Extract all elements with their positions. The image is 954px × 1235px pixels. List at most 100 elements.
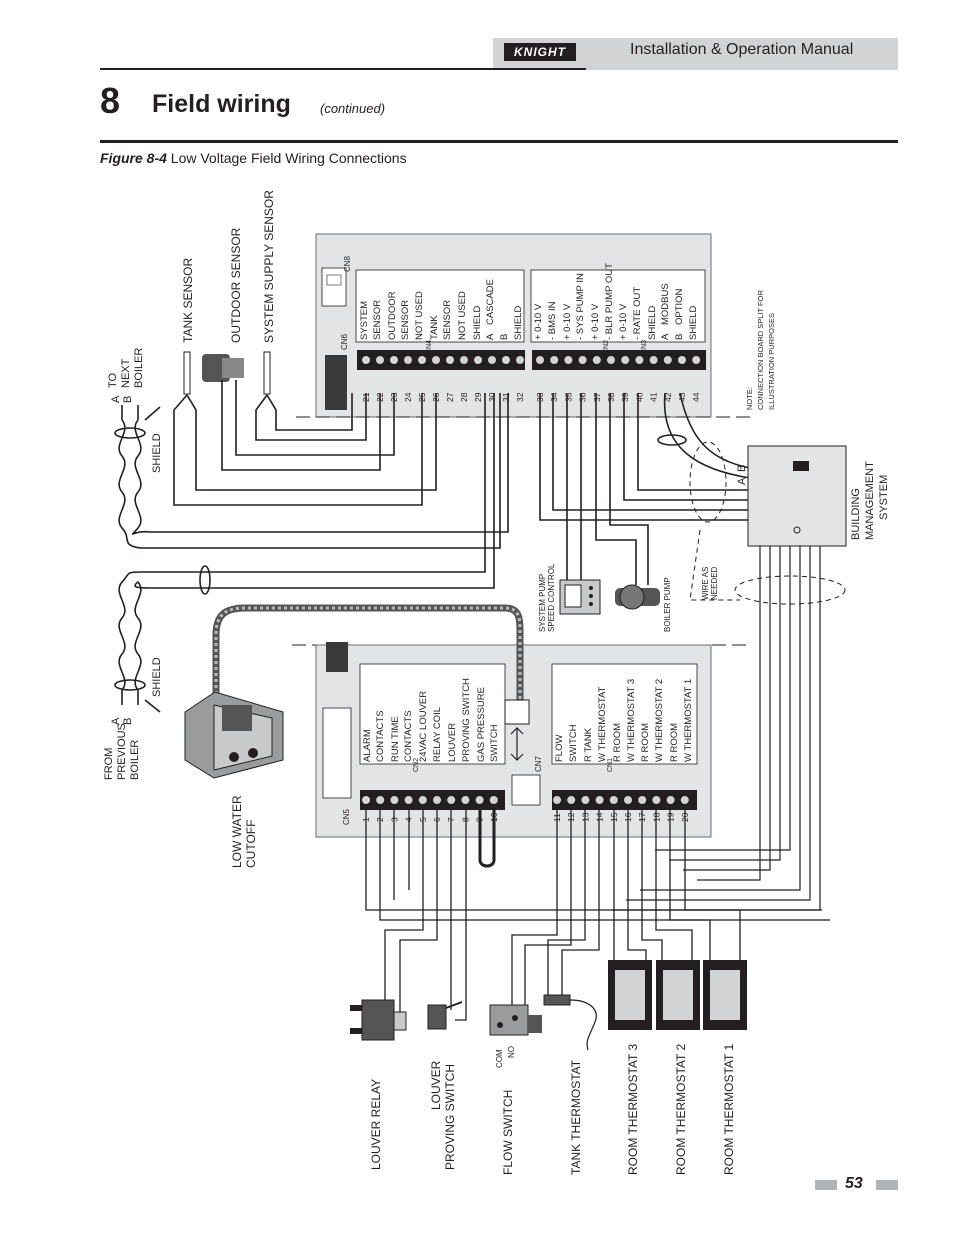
room1-wire-a	[669, 808, 711, 960]
lower-label-12: R TANK	[583, 727, 594, 762]
lwco-window	[222, 705, 252, 731]
upper-screw-26	[431, 355, 441, 365]
upper-screw-34	[549, 355, 560, 365]
from-previous-boiler-labels: FROM PREVIOUS BOILER A B SHIELD	[103, 657, 163, 780]
page-bar-right	[876, 1180, 898, 1190]
lwco-cable-braid	[214, 606, 522, 700]
no-label: NO	[507, 1046, 516, 1058]
note-line-1: CONNECTION BOARD SPLIT FOR	[756, 290, 765, 410]
cn2-upper-label: CN2	[603, 340, 610, 354]
device-labels: LOUVER RELAY LOUVER PROVING SWITCH FLOW …	[369, 1044, 736, 1175]
upper-label-23: SHIELD	[688, 306, 699, 340]
bms-lower-wire-4	[655, 546, 791, 851]
sensor-group	[183, 351, 271, 395]
tank-thermostat-wire-b	[561, 808, 600, 1000]
tank-thermostat-capillary	[569, 999, 597, 1051]
lower-screw-1	[361, 795, 371, 805]
board-note: NOTE: CONNECTION BOARD SPLIT FOR ILLUSTR…	[745, 290, 776, 410]
lower-label-2: RUN TIME	[390, 716, 401, 762]
upper-left-plug	[325, 355, 347, 410]
louver-proving-wire-b	[455, 808, 467, 1021]
option-label: OPTION	[674, 288, 685, 325]
upper-label-17: - BLR PUMP OUT	[604, 263, 615, 340]
lower-screw-2	[375, 795, 386, 805]
upper-terminal-28: 28	[459, 392, 469, 402]
outdoor-sensor-wire-a	[221, 380, 381, 471]
upper-screw-25	[417, 355, 427, 365]
figure-caption: Figure 8-4 Low Voltage Field Wiring Conn…	[100, 150, 407, 166]
lwco-port-1	[229, 752, 239, 762]
upper-terminal-32: 32	[515, 392, 525, 402]
bms-a-label: A	[736, 477, 748, 485]
rate-out-wire-b	[637, 393, 750, 491]
lower-screw-20	[679, 795, 690, 805]
cn1-label: CN1	[607, 758, 614, 772]
lower-left-plug	[326, 642, 348, 672]
cn8-pin	[326, 274, 342, 286]
boiler-pump-wire-a	[595, 393, 637, 585]
low-water-cutoff-device	[184, 604, 530, 779]
cascade-label: CASCADE	[485, 279, 496, 325]
bms-connector	[793, 461, 809, 471]
modbus-wire-b	[679, 392, 751, 469]
room-thermostat-2-face	[663, 970, 693, 1020]
cascade-prev-cable-end	[199, 565, 211, 595]
upper-terminal-31: 31	[501, 392, 511, 402]
tank-sensor-wire-a	[173, 393, 423, 506]
bms-b-label: B	[736, 465, 748, 472]
room-thermostat-3-face	[615, 970, 645, 1020]
bms-lower-wire-3	[669, 546, 781, 861]
upper-terminal-40: 40	[634, 392, 644, 402]
pump-devices	[559, 579, 660, 615]
outdoor-sensor-label: OUTDOOR SENSOR	[229, 227, 243, 343]
boiler-pump-wire-b	[609, 393, 649, 585]
louver-proving-body	[427, 1004, 447, 1030]
cn6-label: CN6	[340, 333, 349, 350]
optional-ring-1	[689, 441, 727, 523]
lower-screw-14	[594, 795, 605, 805]
upper-label-0: SYSTEM	[359, 301, 370, 340]
upper-screw-30	[487, 355, 497, 365]
upper-label-5: TANK	[429, 315, 440, 340]
lower-label-8: GAS PRESSURE	[476, 687, 487, 762]
cn5-label: CN5	[342, 808, 351, 825]
rate-out-wire-a	[623, 393, 750, 501]
bms-label-2: SYSTEM	[878, 475, 890, 520]
upper-screw-23	[389, 355, 399, 365]
to-next-boiler-labels: TO NEXT BOILER A B SHIELD	[107, 348, 163, 473]
lower-left-labels: ALARM CONTACTS RUN TIME CONTACTS 24VAC L…	[362, 678, 500, 762]
to-next-a: A	[110, 395, 122, 403]
upper-left-label-box	[355, 269, 525, 343]
tank-thermostat-body	[543, 994, 571, 1006]
title-rule	[100, 140, 898, 143]
lower-label-14: R ROOM	[612, 723, 623, 762]
section-continued: (continued)	[320, 101, 386, 116]
section-number: 8	[100, 80, 121, 121]
room-thermostat-1-face	[710, 970, 740, 1020]
bms-lower-wire-2	[683, 546, 771, 871]
system-sensor-wire-a	[255, 393, 367, 441]
lower-label-9: SWITCH	[489, 724, 500, 762]
cascade-cable-next	[114, 393, 509, 549]
louver-proving-switch-device	[427, 1001, 463, 1030]
header-rule	[100, 68, 586, 70]
lower-label-5: RELAY COIL	[432, 707, 443, 762]
upper-label-21: A	[660, 333, 671, 340]
tank-sensor-wire-b	[186, 393, 437, 491]
upper-screw-27	[445, 355, 455, 365]
lower-right-label-box	[551, 663, 698, 765]
tank-thermostat-wire-a	[547, 808, 586, 1000]
upper-screw-24	[403, 355, 413, 365]
room2-wire-b	[655, 808, 693, 960]
louver-relay-coil	[393, 1011, 407, 1031]
from-prev-label-0: FROM	[103, 748, 115, 780]
lower-label-15: W THERMOSTAT 3	[626, 679, 637, 762]
manual-title: Installation & Operation Manual	[630, 41, 854, 58]
flow-switch-terminal-1	[497, 1022, 503, 1028]
room3-wire-b	[627, 808, 647, 960]
pump-wires	[539, 392, 751, 585]
com-label: COM	[495, 1049, 504, 1068]
cascade-prev-leads	[121, 690, 139, 705]
cascade-wire-prev-a	[118, 393, 486, 691]
from-prev-label-2: BOILER	[129, 740, 141, 780]
